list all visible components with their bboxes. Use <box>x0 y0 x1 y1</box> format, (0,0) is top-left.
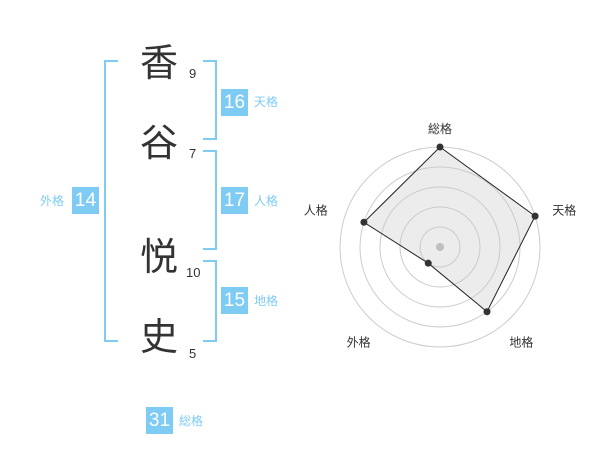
gaikaku-label: 外格 <box>40 194 65 208</box>
name-char-1: 香 <box>140 41 179 85</box>
chikaku-badge: 15 <box>221 287 248 314</box>
radar-axis-label: 外格 <box>347 335 371 350</box>
radar-axis-label: 天格 <box>552 203 576 218</box>
radar-point-3 <box>483 308 491 316</box>
tenkaku-bracket <box>203 60 217 140</box>
tenkaku-label: 天格 <box>254 95 279 109</box>
chikaku-label: 地格 <box>254 294 279 308</box>
radar-point-1 <box>436 143 444 151</box>
radar-axis-label: 総格 <box>428 121 452 136</box>
chikaku-bracket <box>203 260 217 342</box>
gaikaku-badge: 14 <box>72 187 99 214</box>
radar-ring <box>379 186 501 308</box>
radar-ring <box>419 226 461 268</box>
radar-point-2 <box>531 212 539 220</box>
jinkaku-badge: 17 <box>221 187 248 214</box>
gaikaku-bracket <box>104 60 118 342</box>
name-char-2: 谷 <box>140 121 179 165</box>
stroke-count-1: 9 <box>189 66 197 81</box>
soukaku-badge: 31 <box>146 407 173 434</box>
radar-data-polygon <box>363 146 536 313</box>
stroke-count-4: 5 <box>189 346 197 361</box>
radar-point-5 <box>360 218 368 226</box>
soukaku-label: 総格 <box>179 414 204 428</box>
name-char-4: 史 <box>140 315 179 359</box>
jinkaku-label: 人格 <box>254 194 279 208</box>
radar-center-dot <box>436 243 444 251</box>
radar-ring <box>399 206 481 288</box>
tenkaku-badge: 16 <box>221 89 248 116</box>
name-char-3: 悦 <box>140 235 179 279</box>
stroke-count-3: 10 <box>186 265 201 280</box>
radar-axis-label: 人格 <box>304 203 328 218</box>
jinkaku-bracket <box>203 150 217 250</box>
radar-axis-label: 地格 <box>509 335 533 350</box>
radar-point-4 <box>424 259 432 267</box>
stroke-count-2: 7 <box>189 146 197 161</box>
